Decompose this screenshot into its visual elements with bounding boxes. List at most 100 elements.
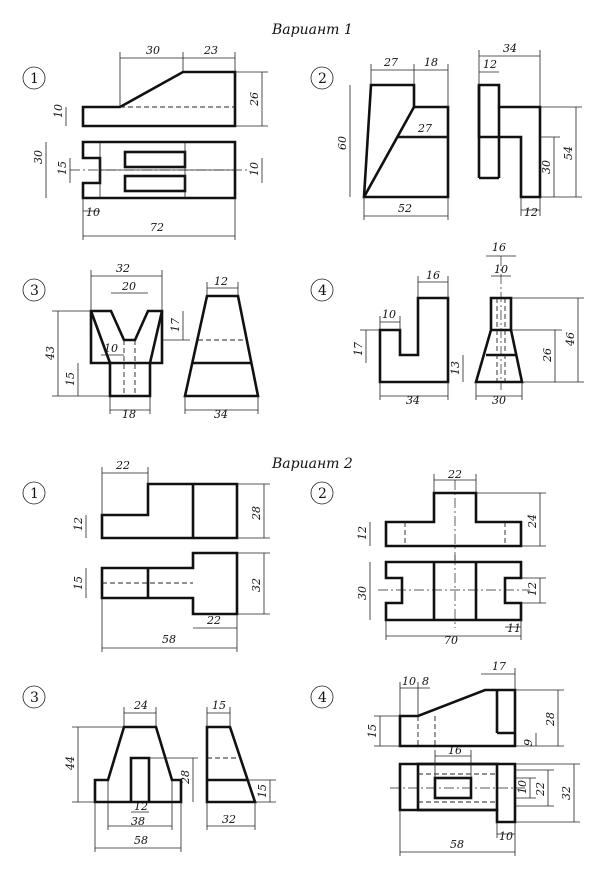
dim-label: 15 [256,784,269,798]
dim-label: 10 [52,104,65,118]
dim-label: 22 [447,468,462,481]
variant-1-title: Вариант 1 [271,22,353,38]
dim-label: 54 [562,146,575,160]
dim-label: 12 [524,206,538,219]
number-label: 3 [30,690,39,706]
v2-drawing-1: 1 22 12 28 15 32 22 58 [22,459,270,652]
number-label: 1 [30,71,39,87]
dim-label: 12 [134,800,148,813]
dim-label: 12 [72,517,85,531]
dim-label: 26 [541,348,554,363]
dim-label: 24 [133,699,148,712]
v1-drawing-4: 4 16 10 17 13 34 16 10 26 46 [310,241,584,407]
dim-label: 30 [32,150,45,164]
number-label: 2 [318,486,327,502]
dim-label: 12 [214,275,228,288]
dim-label: 15 [366,724,379,738]
dim-label: 27 [417,122,432,135]
dim-label: 30 [540,160,553,174]
dim-label: 30 [492,394,506,407]
dim-label: 30 [356,586,369,600]
dim-label: 58 [450,838,464,851]
v2-drawing-4: 4 10 8 17 15 28 9 16 [310,660,580,856]
dim-label: 32 [222,813,236,826]
dim-label: 22 [534,782,547,797]
dim-label: 52 [398,202,412,215]
dim-label: 44 [64,756,77,771]
dim-label: 32 [560,786,573,800]
dim-label: 12 [356,526,369,540]
dim-label: 32 [116,262,130,275]
v1-1-top-view [81,140,237,200]
dim-label: 15 [212,699,226,712]
dim-label: 34 [214,408,228,421]
dim-label: 58 [162,633,176,646]
v2-3-front-slot [129,756,151,802]
dim-label: 10 [516,780,529,794]
dim-label: 15 [64,372,77,386]
dim-label: 34 [406,394,420,407]
v2-1-front-view [100,482,239,540]
dim-label: 17 [352,342,365,356]
dim-label: 70 [444,634,458,647]
dim-label: 60 [336,136,349,150]
v1-drawing-1: 1 30 23 10 26 30 15 10 10 72 [22,44,268,240]
dim-label: 28 [250,506,263,521]
dim-label: 10 [402,675,416,688]
dim-label: 22 [115,459,130,472]
dim-label: 16 [426,269,440,282]
dim-label: 15 [56,161,69,175]
dim-label: 27 [383,56,398,69]
v1-2-side-view [477,83,542,199]
dim-label: 16 [448,744,462,757]
v1-drawing-3: 3 32 20 43 17 10 15 18 12 [22,262,260,421]
v2-1-top-view [100,551,239,616]
dim-label: 17 [492,660,506,673]
v2-3-side-view [205,725,257,804]
number-label: 4 [318,690,327,706]
dim-label: 15 [72,576,85,590]
number-label: 4 [318,283,327,299]
dim-label: 18 [122,408,136,421]
v1-2-front-view [362,83,450,199]
number-label: 2 [318,71,327,87]
dim-label: 11 [507,622,521,635]
variant-2-title: Вариант 2 [271,456,353,472]
dim-label: 23 [203,44,218,57]
dim-label: 10 [382,308,396,321]
dim-label: 16 [492,241,506,254]
dim-label: 18 [424,56,438,69]
number-circle [22,66,46,90]
dim-label: 8 [422,675,429,688]
dim-label: 30 [146,44,160,57]
dim-label: 13 [449,361,462,375]
dim-label: 38 [131,815,145,828]
dim-label: 12 [526,582,539,596]
v2-drawing-2: 2 22 12 24 30 12 70 11 [310,468,546,647]
dim-label: 10 [104,342,118,355]
dim-label: 17 [169,318,182,332]
v2-2-front-view [384,491,523,548]
dim-label: 24 [526,514,539,529]
v2-drawing-3: 3 24 44 28 12 38 58 15 15 [22,685,276,852]
number-label: 3 [30,283,39,299]
number-label: 1 [30,486,39,502]
dim-label: 9 [522,739,535,746]
dim-label: 72 [150,221,164,234]
dim-label: 32 [250,578,263,592]
v1-1-front-view [81,70,237,128]
dim-label: 26 [248,92,261,107]
dim-label: 10 [248,162,261,176]
dim-label: 28 [544,712,557,727]
dim-label: 43 [44,346,57,361]
dim-label: 34 [503,42,517,55]
dim-label: 46 [564,332,577,347]
v1-3-side-view [183,294,260,398]
dim-label: 22 [206,614,221,627]
dim-label: 10 [494,263,508,276]
v2-2-top-view [384,560,523,622]
dim-label: 10 [86,206,100,219]
v1-drawing-2: 2 27 18 60 27 52 34 12 30 54 [310,42,582,220]
dim-label: 10 [499,830,513,843]
